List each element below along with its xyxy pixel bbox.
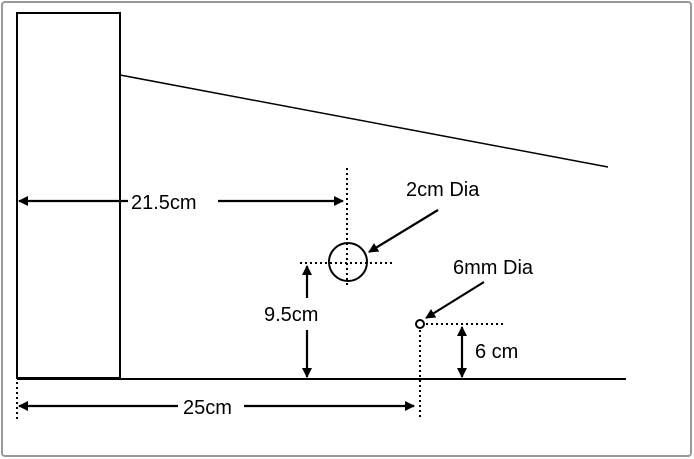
label-bg-21-5: [128, 188, 218, 214]
label-2cm-dia: 2cm Dia: [406, 179, 480, 201]
label-6cm: 6 cm: [475, 341, 518, 363]
label-9-5: 9.5cm: [264, 304, 318, 326]
leader-2cm-dia: [368, 209, 439, 253]
label-bg-25: [178, 393, 244, 419]
sloped-line: [119, 74, 609, 168]
label-6mm-dia: 6mm Dia: [453, 257, 534, 279]
label-21-5: 21.5cm: [131, 192, 197, 214]
label-25: 25cm: [183, 397, 232, 419]
leader-6mm-dia: [425, 281, 485, 319]
large-hole-circle: [328, 242, 368, 282]
small-hole-circle: [415, 319, 425, 329]
